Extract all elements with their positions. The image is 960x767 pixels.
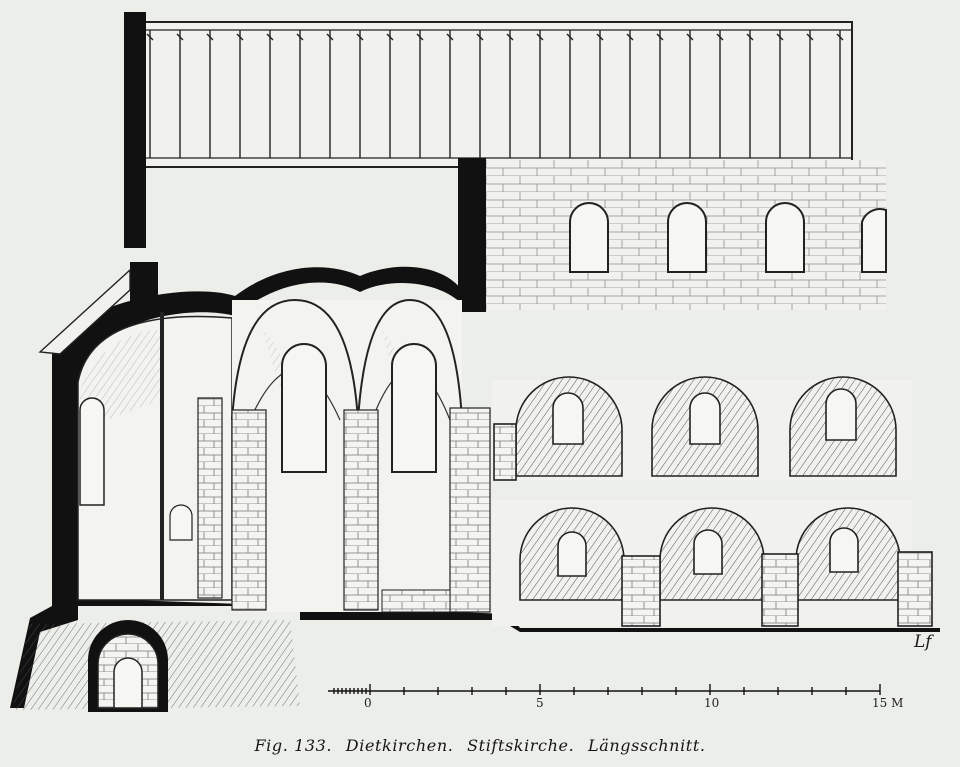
truss-brace [776,33,784,41]
truss-brace [716,33,724,41]
truss-brace [176,33,184,41]
caption-number: Fig. 133. [254,736,333,755]
clerestory-wall [486,160,887,310]
scale-label-15: 15 M [872,696,904,710]
caption-view: Längsschnitt. [587,736,706,755]
figure-caption: Fig. 133. Dietkirchen. Stiftskirche. Län… [0,736,960,755]
truss-brace [626,33,634,41]
truss-brace [446,33,454,41]
caption-place: Dietkirchen. [345,736,454,755]
truss-brace [386,33,394,41]
truss-brace [686,33,694,41]
caption-building: Stiftskirche. [467,736,575,755]
truss-brace [266,33,274,41]
truss-brace [596,33,604,41]
scale-label-10: 10 [704,696,720,710]
truss-brace [146,33,154,41]
truss-brace [566,33,574,41]
truss-brace [836,33,844,41]
truss-brace [656,33,664,41]
artist-signature: Lf [914,632,932,652]
truss-brace [806,33,814,41]
choir-interior [77,312,233,601]
truss-brace [536,33,544,41]
truss-brace [476,33,484,41]
scale-label-5: 5 [536,696,544,710]
truss-brace [356,33,364,41]
truss-brace [236,33,244,41]
roof-truss [144,21,853,168]
scale-label-0: 0 [364,696,372,710]
scale-bar [328,684,881,695]
foundation [12,620,300,712]
truss-brace [326,33,334,41]
truss-brace [296,33,304,41]
truss-brace [506,33,514,41]
truss-brace [746,33,754,41]
truss-brace [206,33,214,41]
apse-roof [38,268,131,355]
truss-brace [416,33,424,41]
nave-vaults [231,298,491,613]
aisle-arcade [492,376,933,627]
